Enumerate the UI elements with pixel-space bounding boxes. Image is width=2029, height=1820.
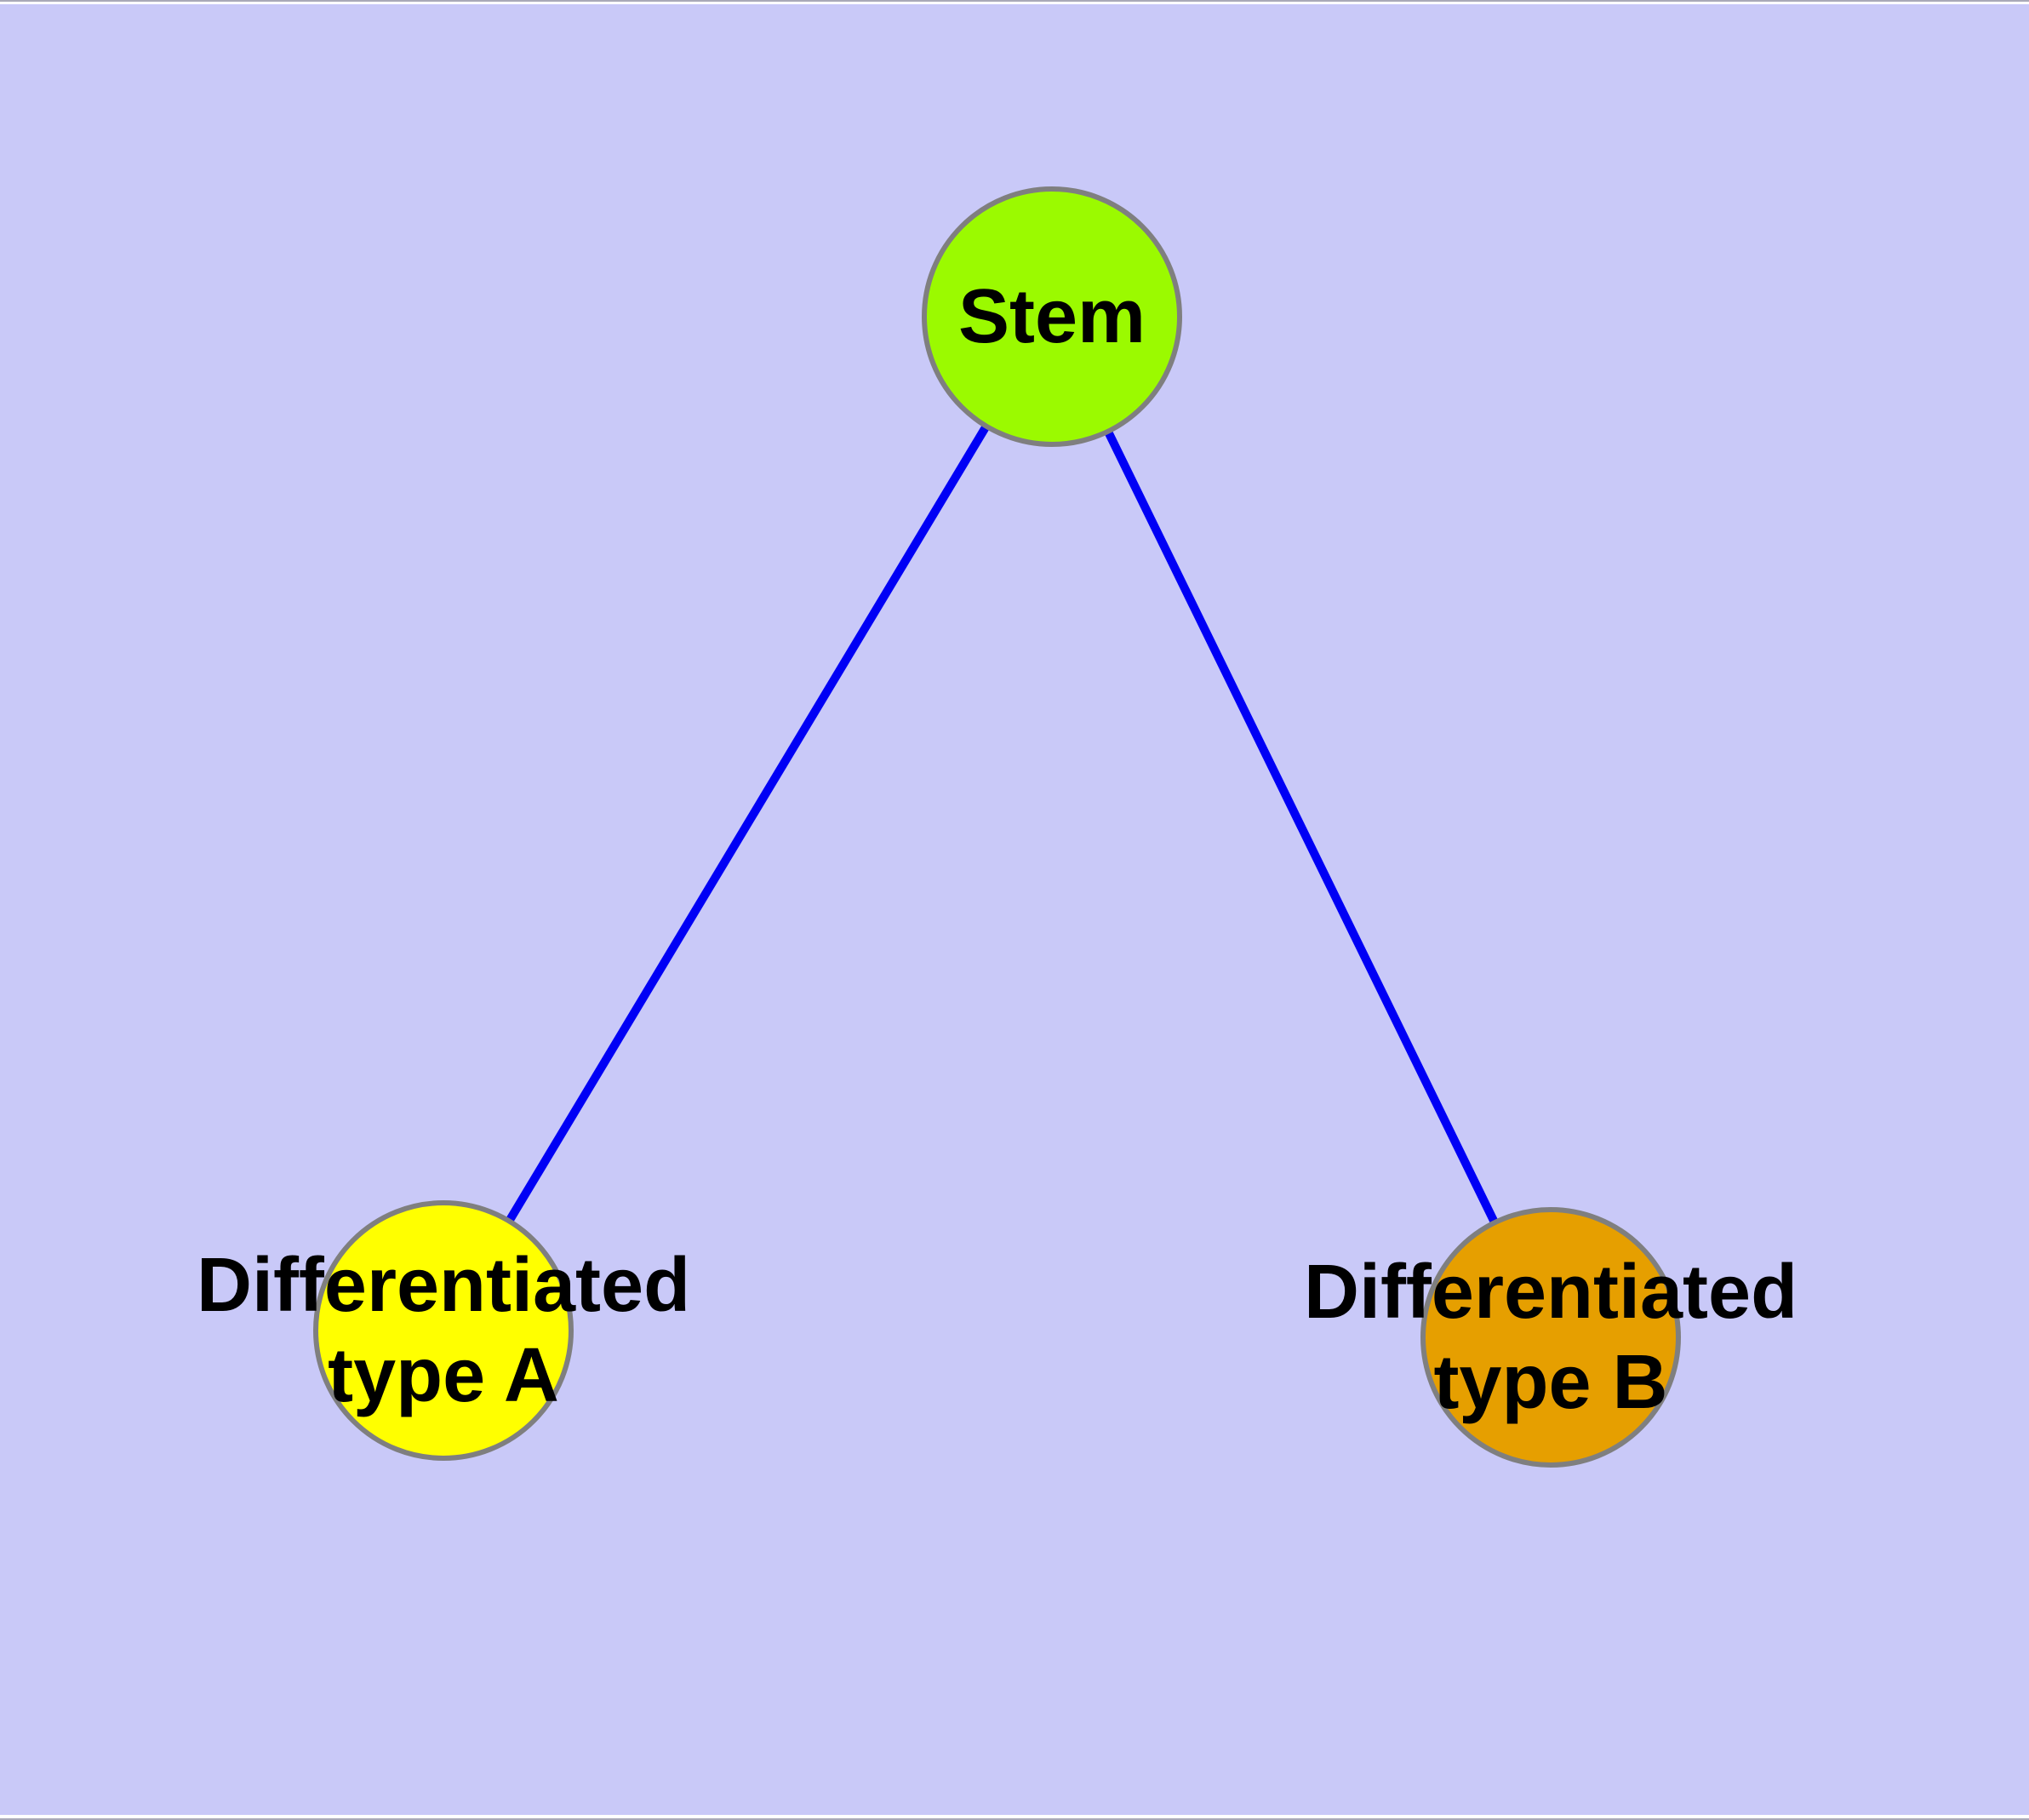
node-label-line: type A bbox=[328, 1333, 559, 1418]
node-label-line: Differentiated bbox=[196, 1243, 691, 1328]
node-circle-diff-a bbox=[313, 1200, 574, 1461]
node-circle-stem bbox=[922, 186, 1182, 447]
nodes-layer bbox=[313, 186, 1681, 1468]
node-circle-diff-b bbox=[1420, 1207, 1681, 1468]
edge-line-stem-diff-a bbox=[439, 314, 1056, 1333]
node-label-line: Differentiated bbox=[1303, 1250, 1798, 1335]
node-label-differentiated-type-a: Differentiated type A bbox=[197, 1240, 690, 1421]
top-hairline bbox=[0, 0, 2029, 2]
edge-line-stem-diff-b bbox=[1048, 314, 1555, 1340]
bottom-hairline bbox=[0, 1818, 2029, 1820]
node-label-text: Stem bbox=[957, 274, 1146, 359]
node-label-differentiated-type-b: Differentiated type B bbox=[1304, 1247, 1798, 1428]
node-label-stem: Stem bbox=[958, 272, 1146, 362]
node-label-line: type B bbox=[1433, 1340, 1668, 1425]
edges-layer bbox=[439, 314, 1555, 1340]
